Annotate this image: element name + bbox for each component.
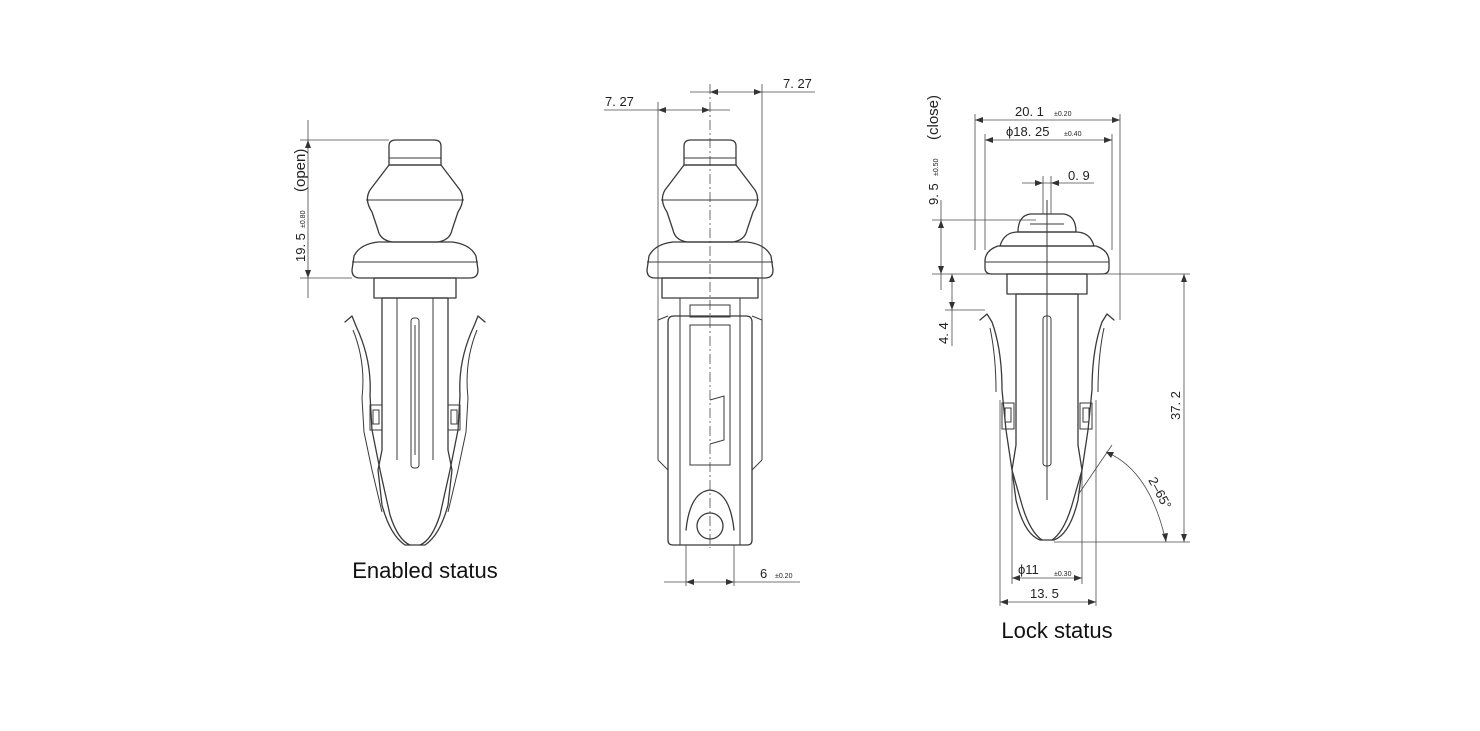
body-width-label: 13. 5 xyxy=(1030,586,1059,601)
side-flange xyxy=(646,241,774,279)
tip-diameter-tolerance: ±0.30 xyxy=(1054,571,1072,578)
tip-diameter-label: ϕ11 xyxy=(1018,562,1039,577)
lock-status-caption: Lock status xyxy=(1001,618,1113,643)
head-diameter-tolerance: ±0.40 xyxy=(1064,131,1082,138)
side-width-label: 6 xyxy=(760,566,767,581)
button-cap xyxy=(388,139,442,166)
open-note: (open) xyxy=(292,149,309,192)
side-view: 7. 27 7. 27 6 ±0.20 xyxy=(604,76,815,586)
lock-button xyxy=(1017,213,1077,233)
enabled-view: 19. 5 ±0.80 (open) xyxy=(292,120,486,546)
close-height-label: 9. 5 xyxy=(926,183,941,205)
flange xyxy=(351,241,479,279)
left-arm xyxy=(344,315,411,546)
flange-width-label: 20. 1 xyxy=(1015,104,1044,119)
button-cone xyxy=(366,164,464,243)
side-hole xyxy=(696,512,724,540)
side-housing xyxy=(667,315,753,546)
side-width-tolerance: ±0.20 xyxy=(775,573,793,580)
length-label: 37. 2 xyxy=(1168,391,1183,420)
close-note: (close) xyxy=(925,95,942,140)
lock-right-arm xyxy=(1051,313,1115,541)
offset-right-label: 7. 27 xyxy=(783,76,812,91)
lock-left-arm xyxy=(979,313,1043,541)
collar-height-label: 4. 4 xyxy=(936,322,951,344)
side-collar xyxy=(661,277,759,299)
body xyxy=(377,297,453,546)
lock-view: 20. 1 ±0.20 ϕ18. 25 ±0.40 0. 9 9. 5 ±0.5… xyxy=(925,95,1190,606)
enabled-status-caption: Enabled status xyxy=(352,558,498,583)
offset-left-label: 7. 27 xyxy=(605,94,634,109)
head-diameter-label: ϕ18. 25 xyxy=(1006,124,1049,139)
lock-cone xyxy=(999,231,1095,247)
angle-label: 2–65° xyxy=(1145,474,1174,511)
side-tip xyxy=(685,489,735,531)
right-arm xyxy=(419,315,486,546)
open-height-label: 19. 5 xyxy=(293,233,308,262)
flange-width-tolerance: ±0.20 xyxy=(1054,111,1072,118)
collar xyxy=(373,277,457,299)
open-height-tolerance: ±0.80 xyxy=(300,210,307,228)
pin-width-label: 0. 9 xyxy=(1068,168,1090,183)
close-height-tolerance: ±0.50 xyxy=(933,158,940,176)
side-button-cap xyxy=(683,139,737,166)
lock-body xyxy=(1011,293,1083,541)
